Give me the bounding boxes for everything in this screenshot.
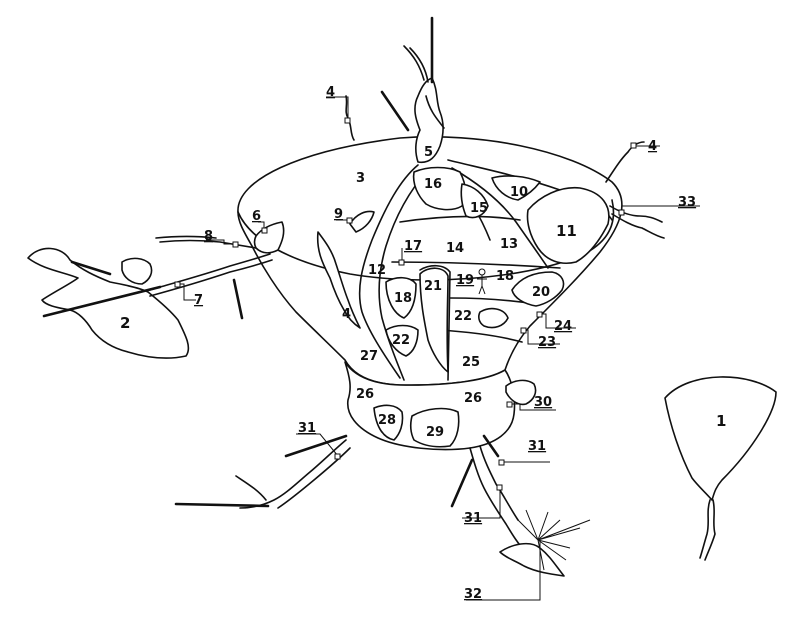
passage-31-right xyxy=(469,445,527,553)
label-23: 23 xyxy=(538,335,556,350)
label-18-right: 18 xyxy=(496,269,514,284)
label-16: 16 xyxy=(424,177,442,192)
label-25: 25 xyxy=(462,355,480,370)
chamber-18-left xyxy=(385,276,417,319)
chamber-9 xyxy=(349,210,375,233)
label-17: 17 xyxy=(404,239,422,254)
label-22-left: 22 xyxy=(392,333,410,348)
leader-31-bottom xyxy=(462,488,501,519)
passage-7-blob xyxy=(121,257,153,285)
label-31-right: 31 xyxy=(528,439,546,454)
label-8: 8 xyxy=(204,229,213,244)
chamber-16 xyxy=(412,166,467,211)
leader-30 xyxy=(510,403,556,411)
passage-4-middle xyxy=(316,231,361,329)
label-14: 14 xyxy=(446,241,464,256)
region-1-tail xyxy=(699,499,716,561)
leader-pins xyxy=(174,117,637,491)
passage-31-spike-c xyxy=(235,475,267,501)
label-6: 6 xyxy=(252,209,261,224)
passage-7-arm xyxy=(149,253,273,297)
passage-30 xyxy=(505,379,537,406)
region-28 xyxy=(373,404,404,441)
label-26-right: 26 xyxy=(464,391,482,406)
leader-4-top xyxy=(326,96,349,120)
partition-left-column xyxy=(358,164,419,379)
partition-fan-right-b xyxy=(451,167,549,269)
passage-top-spike-b xyxy=(380,90,410,132)
leader-31-left xyxy=(296,433,339,457)
label-12: 12 xyxy=(368,263,386,278)
label-4-right: 4 xyxy=(648,139,657,154)
label-3: 3 xyxy=(356,171,365,186)
region-2-spike-b xyxy=(70,260,112,276)
passage-31-spike-d xyxy=(450,458,474,508)
chamber-22-right xyxy=(478,307,509,329)
label-4-top: 4 xyxy=(326,85,335,100)
passage-31-spike-b xyxy=(284,434,348,458)
partition-left-column-b xyxy=(378,169,429,381)
chamber-21 xyxy=(419,267,449,373)
label-9: 9 xyxy=(334,207,343,222)
passage-8-arm xyxy=(155,235,257,249)
chamber-10 xyxy=(491,175,541,201)
label-20: 20 xyxy=(532,285,550,300)
label-33: 33 xyxy=(678,195,696,210)
label-30: 30 xyxy=(534,395,552,410)
label-31-bottom: 31 xyxy=(464,511,482,526)
label-2: 2 xyxy=(120,314,130,332)
label-18-left: 18 xyxy=(394,291,412,306)
label-32: 32 xyxy=(464,587,482,602)
label-5: 5 xyxy=(424,145,433,160)
region-2-spike xyxy=(42,285,162,318)
passage-6 xyxy=(253,221,285,254)
label-21: 21 xyxy=(424,279,442,294)
chamber-11 xyxy=(526,186,610,264)
passage-31-spike-a xyxy=(174,502,270,508)
partition-col-21 xyxy=(419,264,451,381)
label-7: 7 xyxy=(194,293,203,308)
region-29 xyxy=(409,407,460,448)
label-19: 19 xyxy=(456,273,474,288)
label-10: 10 xyxy=(510,185,528,200)
leader-7 xyxy=(178,283,196,301)
label-15: 15 xyxy=(470,201,488,216)
label-26-left: 26 xyxy=(356,387,374,402)
label-13: 13 xyxy=(500,237,518,252)
label-29: 29 xyxy=(426,425,444,440)
region-1 xyxy=(664,376,777,501)
passage-7-spike xyxy=(232,278,244,320)
label-28: 28 xyxy=(378,413,396,428)
chamber-20 xyxy=(511,271,565,307)
passage-32-rays xyxy=(517,509,591,571)
leader-24 xyxy=(540,313,576,329)
label-1: 1 xyxy=(716,412,726,430)
leader-32 xyxy=(466,540,541,601)
label-24: 24 xyxy=(554,319,572,334)
person-icon xyxy=(477,268,487,295)
passage-top-spike-d xyxy=(425,95,445,129)
label-31-left: 31 xyxy=(298,421,316,436)
leader-6 xyxy=(258,221,265,230)
leader-8 xyxy=(206,239,236,245)
chamber-22-left xyxy=(385,324,419,357)
label-22-right: 22 xyxy=(454,309,472,324)
passage-4-right xyxy=(605,141,645,183)
passage-32 xyxy=(499,542,565,577)
partition-row-17 xyxy=(399,215,521,223)
passage-top-spike-c xyxy=(403,45,429,83)
label-27: 27 xyxy=(360,349,378,364)
region-2 xyxy=(27,247,190,359)
funnel-shell xyxy=(237,136,623,386)
chamber-15 xyxy=(460,183,489,219)
passage-31-spike-e xyxy=(482,434,500,458)
label-11: 11 xyxy=(556,222,577,240)
partition-row-18 xyxy=(391,261,561,269)
label-4-middle: 4 xyxy=(342,307,351,322)
